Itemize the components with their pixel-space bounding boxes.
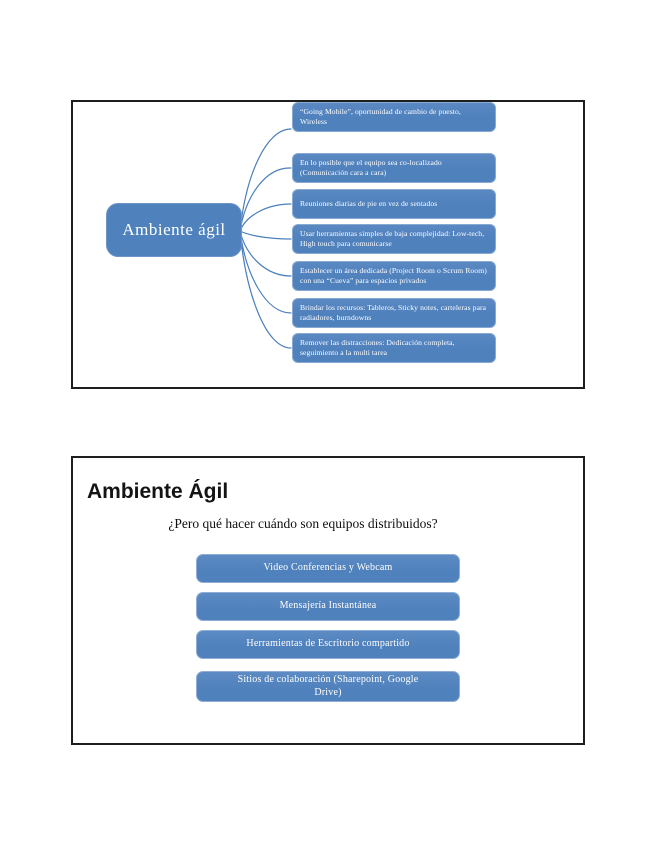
diagram-item-label: “Going Mobile”, oportunidad de cambio de…	[300, 106, 461, 126]
slide-2: Ambiente Ágil ¿Pero qué hacer cuándo son…	[71, 456, 585, 745]
list-item-collaboration-sites: Sitios de colaboración (Sharepoint, Goog…	[196, 671, 460, 702]
diagram-item-simple-tools: Usar herramientas simples de baja comple…	[292, 224, 496, 254]
list-item-instant-messaging: Mensajería Instantánea	[196, 592, 460, 621]
diagram-item-colocated: En lo posible que el equipo sea co-local…	[292, 153, 496, 183]
list-item-label: Sitios de colaboración (Sharepoint, Goog…	[237, 674, 419, 698]
diagram-item-label: Brindar los recursos: Tableros, Sticky n…	[300, 302, 487, 322]
diagram-item-label: Usar herramientas simples de baja comple…	[300, 228, 485, 248]
list-item-label: Video Conferencias y Webcam	[263, 562, 393, 574]
diagram-item-label: Reuniones diarias de pie en vez de senta…	[300, 198, 438, 208]
diagram-root-label: Ambiente ágil	[122, 220, 226, 239]
diagram-item-label: En lo posible que el equipo sea co-local…	[300, 157, 442, 177]
diagram-item-going-mobile: “Going Mobile”, oportunidad de cambio de…	[292, 102, 496, 132]
slide-subtitle: ¿Pero qué hacer cuándo son equipos distr…	[168, 516, 438, 531]
slide-1: Ambiente ágil En lo posible que el equip…	[71, 100, 585, 389]
diagram-item-resources: Brindar los recursos: Tableros, Sticky n…	[292, 298, 496, 328]
diagram-item-label: Remover las distracciones: Dedicación co…	[300, 337, 455, 357]
diagram-item-standup-meetings: Reuniones diarias de pie en vez de senta…	[292, 189, 496, 219]
diagram-item-label: Establecer un área dedicada (Project Roo…	[300, 265, 487, 285]
list-item-video-conferencing: Video Conferencias y Webcam	[196, 554, 460, 583]
diagram-item-remove-distractions: Remover las distracciones: Dedicación co…	[292, 333, 496, 363]
list-item-shared-desktop: Herramientas de Escritorio compartido	[196, 630, 460, 659]
list-item-label: Mensajería Instantánea	[279, 600, 377, 612]
slide-title: Ambiente Ágil	[87, 480, 229, 503]
slide2-item-list: Video Conferencias y Webcam Mensajería I…	[196, 554, 460, 702]
list-item-label: Herramientas de Escritorio compartido	[246, 638, 410, 650]
diagram-item-dedicated-area: Establecer un área dedicada (Project Roo…	[292, 261, 496, 291]
diagram-root-node: Ambiente ágil	[106, 203, 242, 257]
